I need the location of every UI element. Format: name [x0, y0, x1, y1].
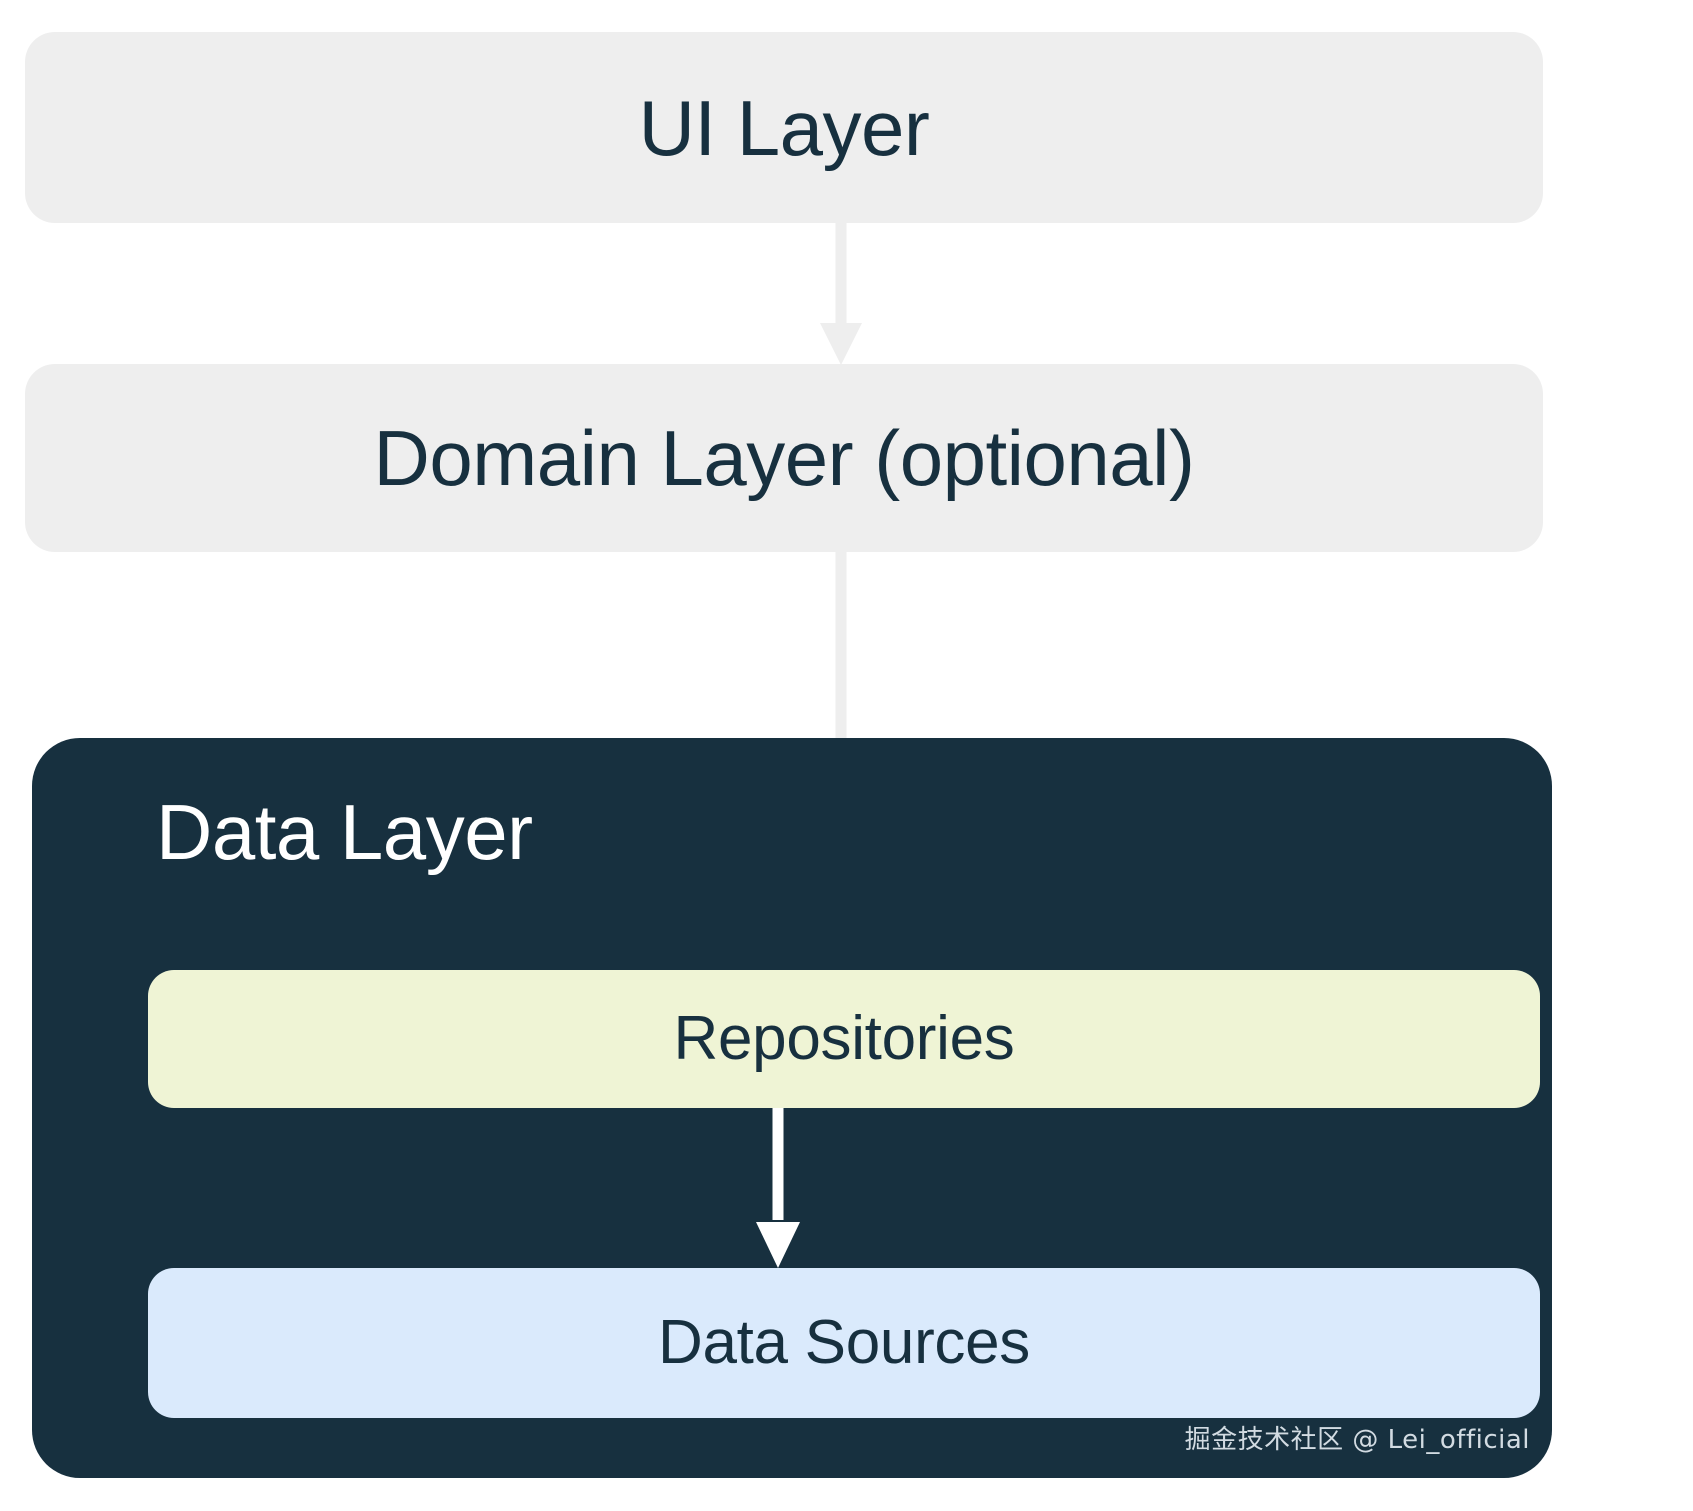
data-sources-label: Data Sources: [657, 1308, 1031, 1377]
repositories-box: Repositories: [148, 970, 1540, 1108]
data-layer-label: Data Layer: [156, 788, 533, 876]
data-layer-box: Data Layer Repositories Data Sources 掘金技…: [32, 738, 1552, 1478]
arrow-head: [756, 1222, 800, 1268]
arrow-shaft: [772, 1108, 784, 1220]
arrow-shaft: [835, 223, 846, 329]
data-sources-box: Data Sources: [148, 1268, 1540, 1418]
arrow-head: [819, 323, 862, 365]
watermark-text: 掘金技术社区 @ Lei_official: [1184, 1425, 1530, 1455]
ui-layer-label: UI Layer: [638, 83, 930, 172]
domain-layer-label: Domain Layer (optional): [373, 414, 1195, 502]
ui-layer-box: UI Layer: [25, 32, 1543, 223]
domain-layer-box: Domain Layer (optional): [25, 364, 1543, 552]
arrow-repositories-to-data-sources-icon: [32, 1108, 1552, 1268]
arrow-ui-to-domain-icon: [0, 223, 1693, 365]
repositories-label: Repositories: [673, 1004, 1015, 1073]
